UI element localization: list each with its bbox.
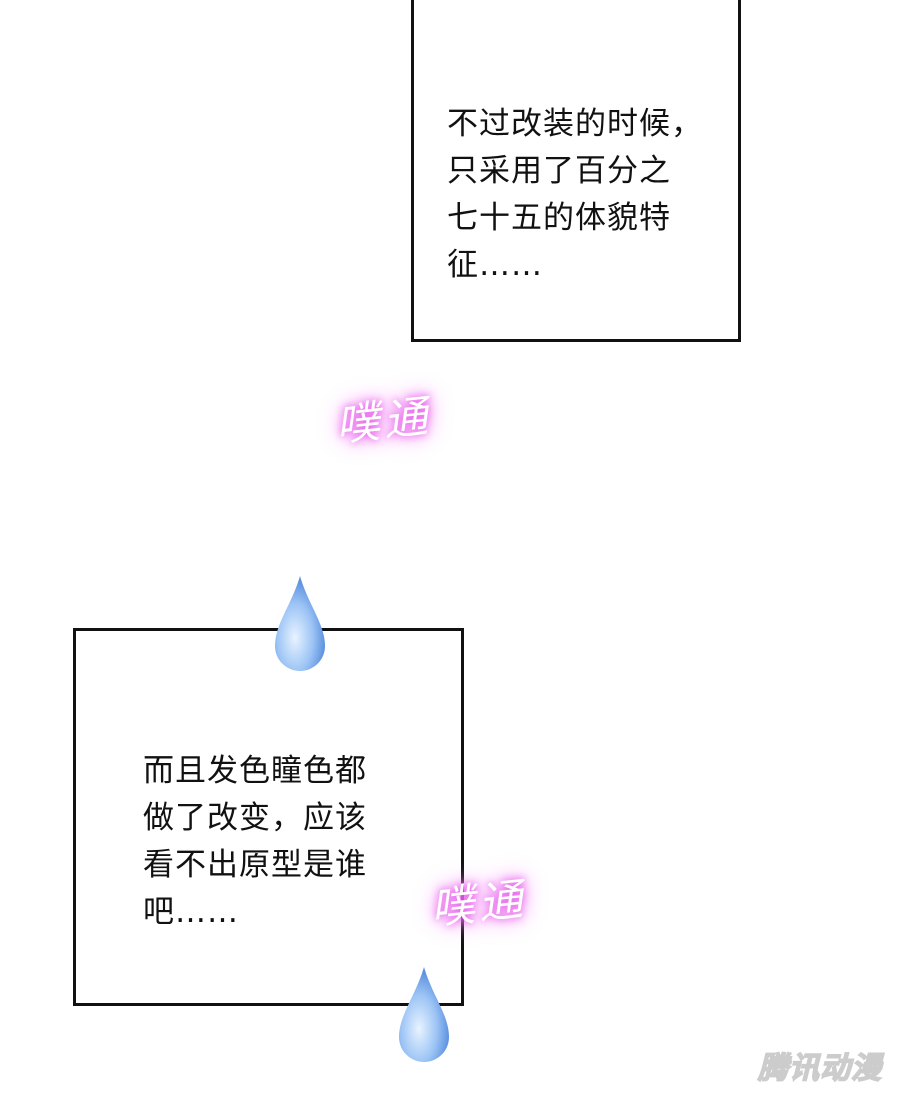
sound-effect-2: 噗通: [428, 874, 529, 935]
water-drop-icon: [275, 576, 325, 671]
speech-box-1: 不过改装的时候， 只采用了百分之 七十五的体貌特 征……: [411, 0, 741, 342]
water-drop-icon: [399, 967, 449, 1062]
speech-text-1: 不过改装的时候， 只采用了百分之 七十五的体貌特 征……: [447, 106, 703, 283]
speech-text-2: 而且发色瞳色都 做了改变，应该 看不出原型是谁 吧……: [143, 753, 367, 930]
sound-effect-1: 噗通: [333, 391, 434, 452]
speech-box-2: 而且发色瞳色都 做了改变，应该 看不出原型是谁 吧……: [73, 628, 464, 1006]
watermark-logo: 腾讯动漫: [757, 1050, 882, 1087]
